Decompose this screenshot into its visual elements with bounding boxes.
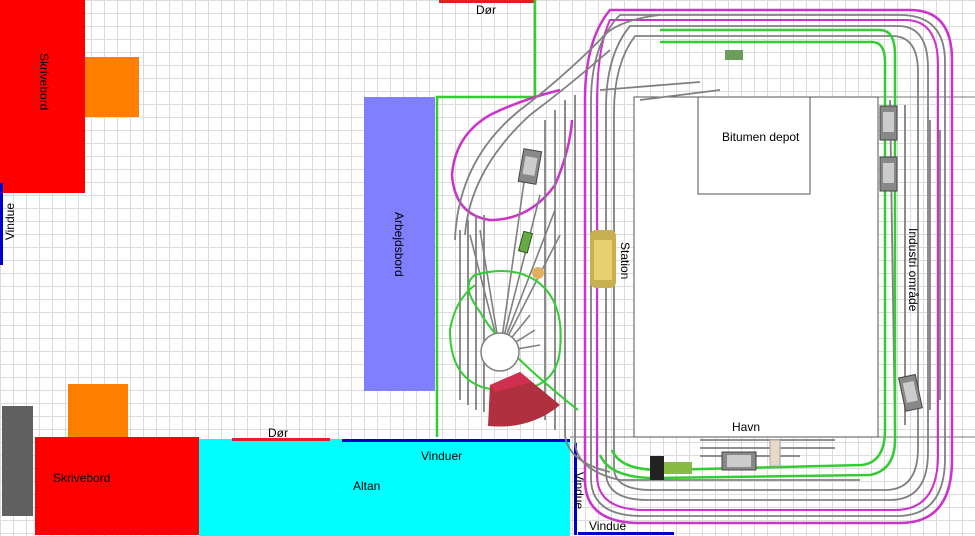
- label-vindue-bottom: Vindue: [589, 519, 627, 533]
- label-skrivebord-bottom: Skrivebord: [53, 471, 111, 485]
- label-vindue-side: Vindue: [572, 472, 586, 510]
- label-skrivebord-top: Skrivebord: [37, 53, 51, 111]
- workbench: [364, 97, 435, 391]
- chair-top: [85, 57, 139, 117]
- chair-bottom: [68, 384, 128, 439]
- door-bottom: [232, 438, 330, 441]
- label-vinduer: Vinduer: [421, 449, 463, 463]
- label-dor-bottom: Dør: [268, 426, 288, 440]
- windows-balcony: [342, 439, 570, 442]
- label-station: Station: [618, 242, 632, 280]
- door-top: [439, 0, 535, 3]
- window-left: [0, 183, 3, 265]
- desk-bottom: [35, 437, 199, 535]
- label-arbejdsbord: Arbejdsbord: [392, 212, 406, 277]
- label-havn: Havn: [732, 420, 761, 434]
- label-dor-top: Dør: [476, 3, 496, 17]
- label-vindue-left: Vindue: [3, 203, 17, 241]
- balcony: [199, 439, 570, 536]
- label-altan: Altan: [353, 479, 381, 493]
- window-bottom: [578, 532, 674, 535]
- label-bitumen-depot: Bitumen depot: [722, 130, 800, 144]
- desk-top: [0, 0, 85, 193]
- window-side: [574, 443, 577, 535]
- label-industri: Industri område: [906, 228, 920, 312]
- cabinet: [2, 406, 33, 516]
